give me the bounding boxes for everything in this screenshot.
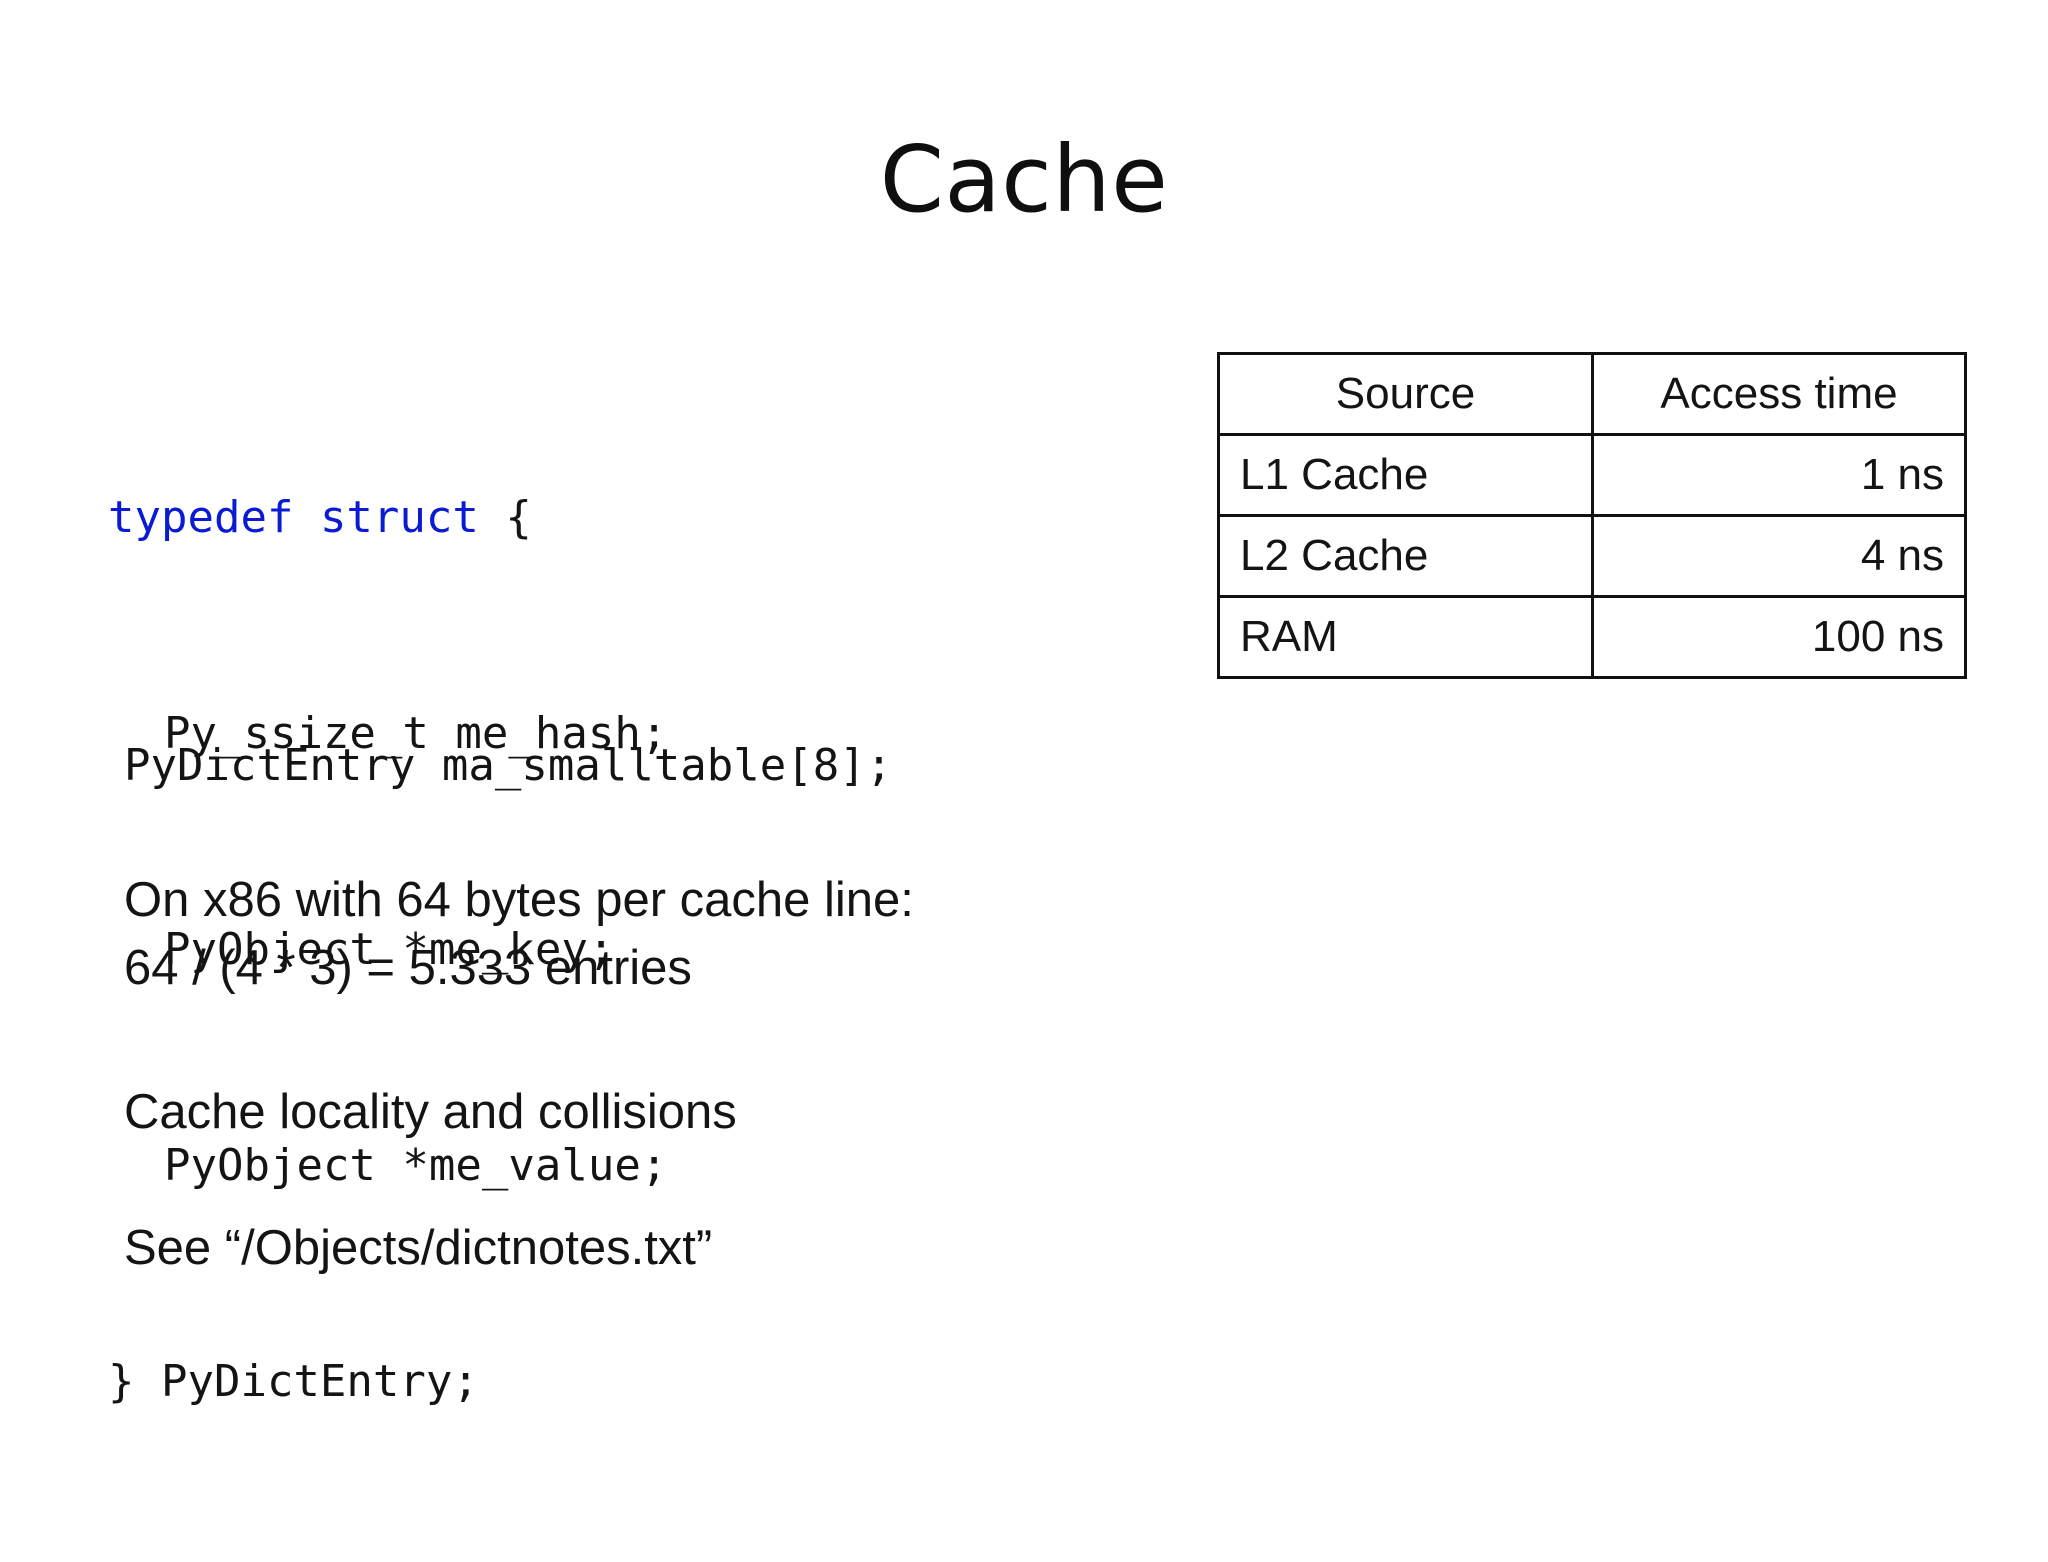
- text-see-dictnotes: See “/Objects/dictnotes.txt”: [124, 1221, 713, 1275]
- table-row: RAM 100 ns: [1217, 595, 1967, 679]
- table-row: L2 Cache 4 ns: [1217, 514, 1967, 598]
- table-header-source: Source: [1217, 352, 1594, 436]
- table-cell-source: L2 Cache: [1217, 514, 1594, 598]
- code-line-3: PyObject *me_key;: [108, 914, 667, 986]
- table-cell-source: L1 Cache: [1217, 433, 1594, 517]
- table-row: L1 Cache 1 ns: [1217, 433, 1967, 517]
- slide-title: Cache: [879, 126, 1169, 233]
- text-entries-calculation: 64 / (4 * 3) = 5.333 entries: [124, 941, 692, 995]
- code-line-5: } PyDictEntry;: [108, 1346, 667, 1418]
- code-line-1: typedef struct {: [108, 482, 667, 554]
- code-keyword-struct: struct: [319, 492, 479, 543]
- table-cell-access-time: 1 ns: [1591, 433, 1967, 517]
- code-struct-close: } PyDictEntry;: [108, 1356, 479, 1407]
- code-line-4: PyObject *me_value;: [108, 1130, 667, 1202]
- code-field-hash: Py_ssize_t me_hash;: [164, 708, 668, 759]
- table-cell-access-time: 100 ns: [1591, 595, 1967, 679]
- code-keyword-typedef: typedef: [108, 492, 294, 543]
- code-open-brace: {: [478, 492, 532, 543]
- code-block: typedef struct { Py_ssize_t me_hash; PyO…: [108, 338, 667, 1562]
- text-cache-locality: Cache locality and collisions: [124, 1085, 737, 1139]
- code-field-key: PyObject *me_key;: [164, 924, 615, 975]
- access-time-table: Source Access time L1 Cache 1 ns L2 Cach…: [1217, 352, 1967, 679]
- table-header-access-time: Access time: [1591, 352, 1967, 436]
- table-cell-source: RAM: [1217, 595, 1594, 679]
- table-header-row: Source Access time: [1217, 352, 1967, 436]
- text-cache-line-intro: On x86 with 64 bytes per cache line:: [124, 873, 914, 927]
- code-line-2: Py_ssize_t me_hash;: [108, 698, 667, 770]
- code-smalltable-line: PyDictEntry ma_smalltable[8];: [124, 740, 893, 791]
- code-field-value: PyObject *me_value;: [164, 1140, 668, 1191]
- table-cell-access-time: 4 ns: [1591, 514, 1967, 598]
